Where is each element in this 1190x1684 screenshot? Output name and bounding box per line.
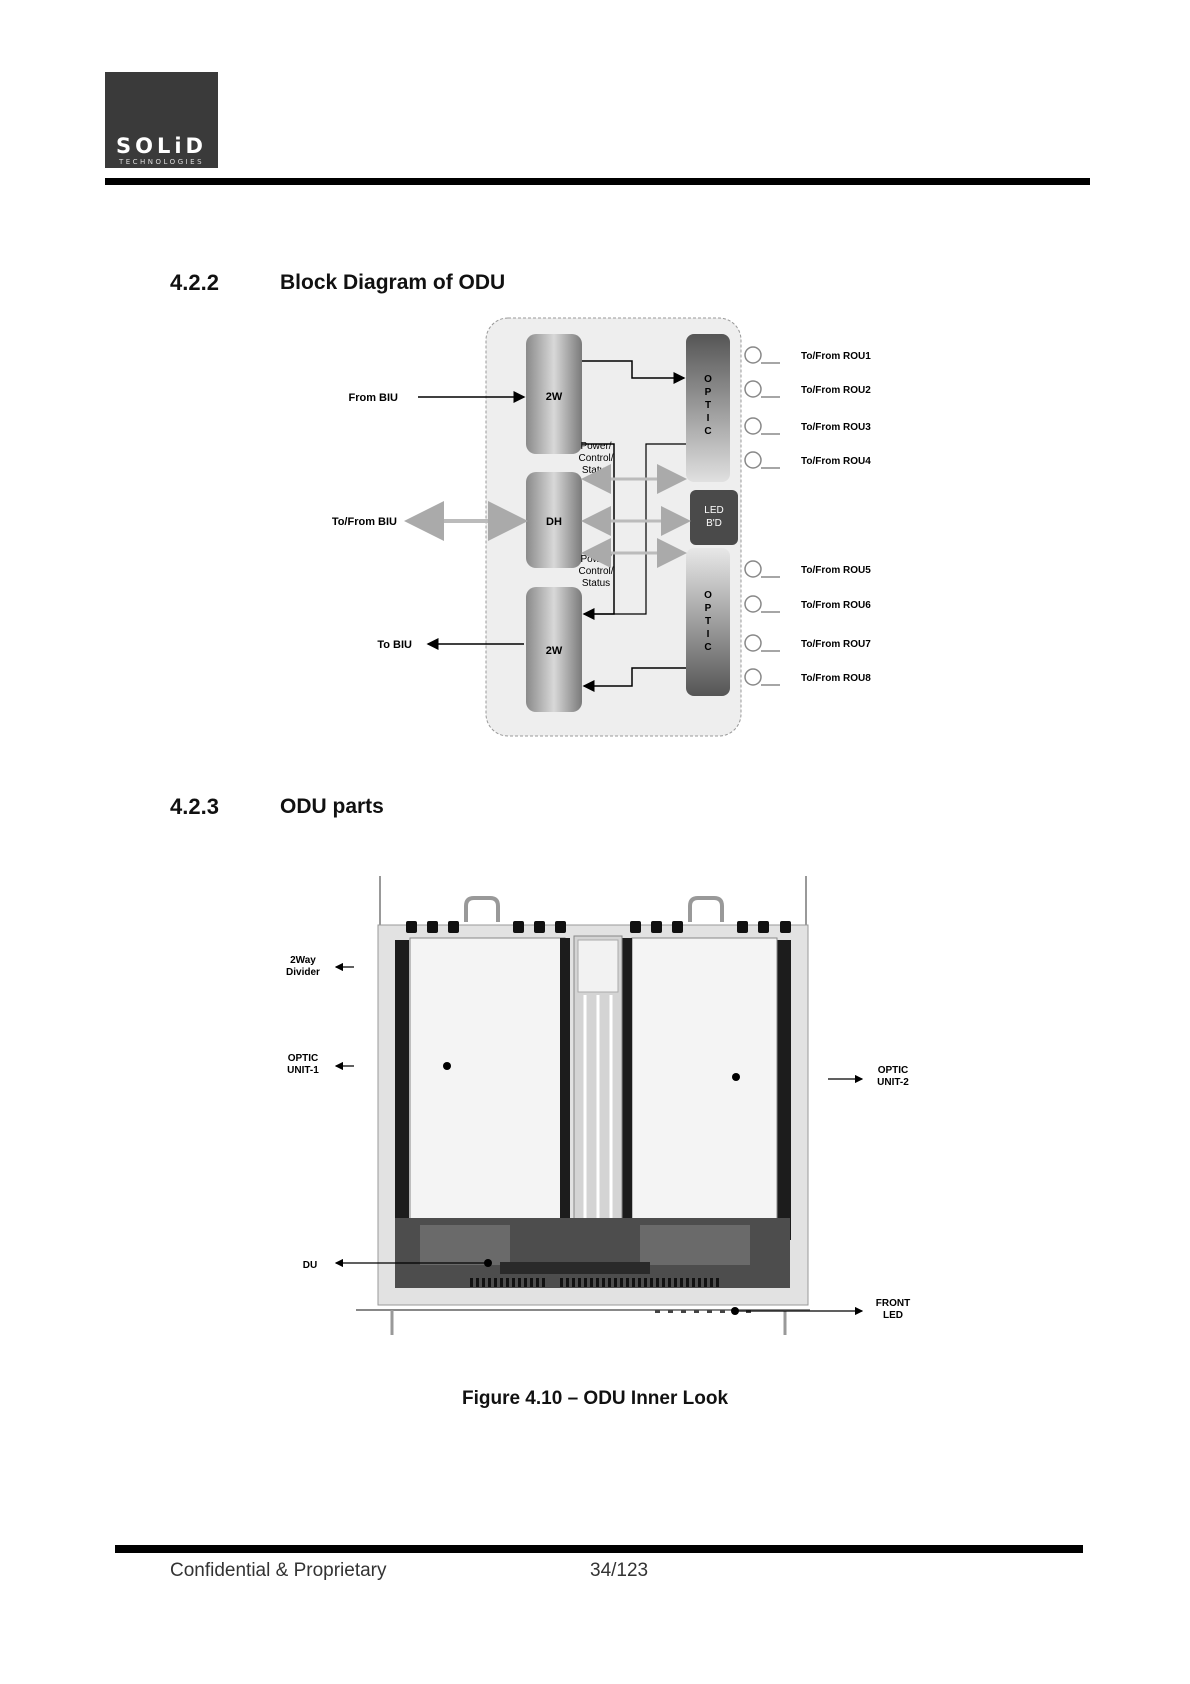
optic-letter: I	[707, 629, 710, 640]
front-led-icon	[694, 1310, 699, 1313]
rf-connector-icon	[448, 921, 459, 933]
optic-letter: O	[704, 590, 712, 601]
power-label-1c: Status	[582, 465, 610, 476]
power-label-2b: Control/	[578, 566, 613, 577]
label-2way-divider-2: Divider	[286, 967, 320, 978]
optic-connector-icon	[744, 560, 762, 578]
optic-connector-icon	[744, 451, 762, 469]
optic-letter: O	[704, 374, 712, 385]
optic-block-bottom	[686, 548, 730, 696]
block-dh-label: DH	[546, 516, 562, 528]
logo-text: SOLiD	[116, 134, 207, 158]
optic-letter: T	[705, 400, 711, 411]
block-2w-top-label: 2W	[546, 391, 563, 403]
front-led-icon	[655, 1310, 660, 1313]
optic-letter: C	[704, 426, 711, 437]
label-optic-unit1-1: OPTIC	[288, 1053, 319, 1064]
label-optic-unit2-2: UNIT-2	[877, 1077, 909, 1088]
rf-connector-icon	[630, 921, 641, 933]
front-led-icon	[668, 1310, 673, 1313]
label-front-led-2: LED	[883, 1310, 903, 1321]
output-rou-label: To/From ROU8	[801, 673, 871, 684]
logo-subtext: TECHNOLOGIES	[118, 158, 205, 166]
optic-letter: P	[705, 387, 712, 398]
optic-connector-icon	[744, 346, 762, 364]
optic-connector-icon	[744, 380, 762, 398]
led-board	[690, 490, 738, 545]
header-rule	[105, 178, 1090, 185]
label-du: DU	[303, 1260, 317, 1271]
optic-unit-1-board	[409, 937, 566, 1229]
rf-connector-icon	[780, 921, 791, 933]
power-label-2c: Status	[582, 578, 610, 589]
section-number-423: 4.2.3	[170, 794, 219, 819]
rf-connector-icon	[513, 921, 524, 933]
power-label-1a: Power/	[580, 441, 611, 452]
output-rou-label: To/From ROU1	[801, 351, 871, 362]
input-to-biu: To BIU	[377, 639, 412, 651]
block-dh	[526, 472, 582, 568]
label-optic-unit1-2: UNIT-1	[287, 1065, 319, 1076]
output-rou-label: To/From ROU6	[801, 600, 871, 611]
optic-letter: P	[705, 603, 712, 614]
optic-connector-icon	[744, 668, 762, 686]
footer-page-number: 34/123	[590, 1560, 649, 1581]
output-rou-label: To/From ROU5	[801, 565, 871, 576]
label-2way-divider-1: 2Way	[290, 955, 316, 966]
optic-letter: T	[705, 616, 711, 627]
optic-block-top	[686, 334, 730, 482]
led-board-label-1: LED	[704, 505, 723, 516]
block-2w-top	[526, 334, 582, 454]
odu-block-diagram: 2W DH 2W OPTIC OPTIC LED B'D Power/ Cont…	[332, 317, 871, 737]
footer-confidential: Confidential & Proprietary	[170, 1560, 387, 1581]
optic-letter: I	[707, 413, 710, 424]
rf-connector-icon	[651, 921, 662, 933]
front-led-icon	[681, 1310, 686, 1313]
block-2w-bottom	[526, 587, 582, 712]
optic-connector-icon	[744, 595, 762, 613]
optic-letter: C	[704, 642, 711, 653]
rf-connector-icon	[406, 921, 417, 933]
label-front-led-1: FRONT	[876, 1298, 910, 1309]
rf-connector-icon	[534, 921, 545, 933]
rf-connector-icon	[427, 921, 438, 933]
front-led-icon	[720, 1310, 725, 1313]
output-rou-label: To/From ROU7	[801, 639, 871, 650]
section-number-422: 4.2.2	[170, 270, 219, 295]
rf-connector-icon	[672, 921, 683, 933]
output-rou-label: To/From ROU3	[801, 422, 871, 433]
optic-unit-2-board	[631, 937, 778, 1229]
optic-connector-icon	[744, 634, 762, 652]
led-board-label-2: B'D	[706, 518, 722, 529]
output-rou-label: To/From ROU4	[801, 456, 871, 467]
front-led-icon	[707, 1310, 712, 1313]
rf-connector-icon	[758, 921, 769, 933]
block-2w-bottom-label: 2W	[546, 645, 563, 657]
rf-connector-icon	[555, 921, 566, 933]
output-rou-label: To/From ROU2	[801, 385, 871, 396]
rf-connector-icon	[737, 921, 748, 933]
power-label-1b: Control/	[578, 453, 613, 464]
company-logo: SOLiD TECHNOLOGIES	[105, 72, 218, 168]
label-optic-unit2-1: OPTIC	[878, 1065, 909, 1076]
section-title-block-diagram: Block Diagram of ODU	[280, 271, 506, 294]
odu-inner-look-figure: 2Way Divider OPTIC UNIT-1 OPTIC UNIT-2 D…	[286, 876, 910, 1335]
section-title-odu-parts: ODU parts	[280, 795, 384, 818]
footer-rule	[115, 1545, 1083, 1553]
input-from-biu: From BIU	[349, 392, 399, 404]
figure-caption: Figure 4.10 – ODU Inner Look	[461, 1388, 729, 1409]
input-tofrom-biu: To/From BIU	[332, 516, 397, 528]
power-label-2a: Power/	[580, 554, 611, 565]
optic-connector-icon	[744, 417, 762, 435]
